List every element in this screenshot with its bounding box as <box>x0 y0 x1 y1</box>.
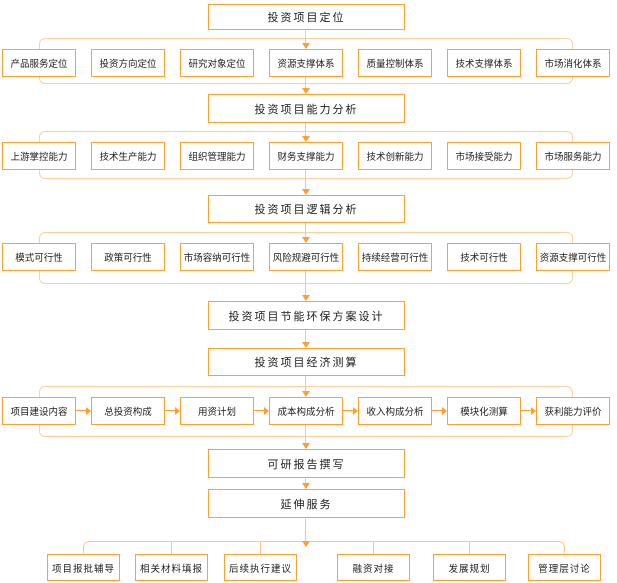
spine-line <box>305 170 306 190</box>
flow-node: 技术生产能力 <box>91 142 165 170</box>
spine-line <box>305 478 306 484</box>
stage-box-report-writing: 可研报告撰写 <box>208 449 405 478</box>
flow-node: 风险规避可行性 <box>269 243 343 271</box>
flow-node: 持续经营可行性 <box>358 243 432 271</box>
arrow-line <box>521 410 531 411</box>
arrow-line <box>76 410 86 411</box>
connector-tree-bottom <box>83 541 565 553</box>
stage-box-eco-design: 投资项目节能环保方案设计 <box>208 301 405 330</box>
stage-box-extended-service: 延伸服务 <box>208 489 405 518</box>
flow-node: 上游掌控能力 <box>2 142 76 170</box>
arrow-line <box>165 410 175 411</box>
flow-node: 项目建设内容 <box>2 397 76 425</box>
spine-line <box>305 123 306 137</box>
connector-stub <box>171 542 172 554</box>
flow-node: 技术支撑体系 <box>447 49 521 77</box>
flow-node: 相关材料填报 <box>135 554 208 581</box>
arrow-line <box>254 410 264 411</box>
arrow-down-icon <box>302 443 310 449</box>
flow-node: 技术创新能力 <box>358 142 432 170</box>
flow-node: 收入构成分析 <box>358 397 432 425</box>
flow-node: 后续执行建议 <box>224 554 297 581</box>
arrow-right-icon <box>442 407 447 415</box>
spine-line <box>305 30 306 44</box>
spine-line <box>305 271 306 296</box>
connector-stub <box>373 542 374 554</box>
spine-line <box>305 425 306 444</box>
arrow-down-icon <box>302 295 310 301</box>
arrow-down-icon <box>302 43 310 49</box>
arrow-down-icon <box>302 88 310 94</box>
flow-node: 政策可行性 <box>91 243 165 271</box>
flow-node: 用资计划 <box>180 397 254 425</box>
stage-box-logic: 投资项目逻辑分析 <box>208 195 405 223</box>
flow-node: 市场容纳可行性 <box>180 243 254 271</box>
arrow-down-icon <box>302 541 310 547</box>
spine-line <box>305 330 306 343</box>
flow-node: 融资对接 <box>337 554 410 581</box>
stage-box-capability: 投资项目能力分析 <box>208 94 405 123</box>
arrow-down-icon <box>302 189 310 195</box>
flow-node: 发展规划 <box>433 554 506 581</box>
arrow-down-icon <box>302 391 310 397</box>
arrow-line <box>432 410 442 411</box>
arrow-down-icon <box>302 342 310 348</box>
arrow-down-icon <box>302 136 310 142</box>
flow-node: 市场服务能力 <box>536 142 610 170</box>
flow-node: 质量控制体系 <box>358 49 432 77</box>
arrow-down-icon <box>302 237 310 243</box>
spine-line <box>305 77 306 89</box>
flow-node: 组织管理能力 <box>180 142 254 170</box>
flow-node: 管理层讨论 <box>528 554 601 581</box>
flow-node: 投资方向定位 <box>91 49 165 77</box>
stage-box-economic-calc: 投资项目经济测算 <box>208 348 405 376</box>
flow-node: 成本构成分析 <box>269 397 343 425</box>
flow-node: 市场接受能力 <box>447 142 521 170</box>
flow-node: 资源支撑体系 <box>269 49 343 77</box>
arrow-down-icon <box>302 483 310 489</box>
flow-node: 市场消化体系 <box>536 49 610 77</box>
connector-stub <box>469 542 470 554</box>
flow-node: 产品服务定位 <box>2 49 76 77</box>
flow-node: 研究对象定位 <box>180 49 254 77</box>
flow-node: 资源支撑可行性 <box>536 243 610 271</box>
flow-node: 模块化测算 <box>447 397 521 425</box>
arrow-line <box>343 410 353 411</box>
arrow-right-icon <box>353 407 358 415</box>
arrow-right-icon <box>86 407 91 415</box>
spine-line <box>305 223 306 238</box>
flow-node: 财务支撑能力 <box>269 142 343 170</box>
connector-stub <box>260 542 261 554</box>
arrow-right-icon <box>531 407 536 415</box>
flow-node: 技术可行性 <box>447 243 521 271</box>
flow-node: 项目报批辅导 <box>47 554 120 581</box>
spine-line <box>305 518 306 542</box>
flow-node: 模式可行性 <box>2 243 76 271</box>
spine-line <box>305 376 306 392</box>
stage-box-positioning: 投资项目定位 <box>208 4 405 30</box>
flow-node: 总投资构成 <box>91 397 165 425</box>
flow-node: 获利能力评价 <box>536 397 610 425</box>
arrow-right-icon <box>175 407 180 415</box>
arrow-right-icon <box>264 407 269 415</box>
